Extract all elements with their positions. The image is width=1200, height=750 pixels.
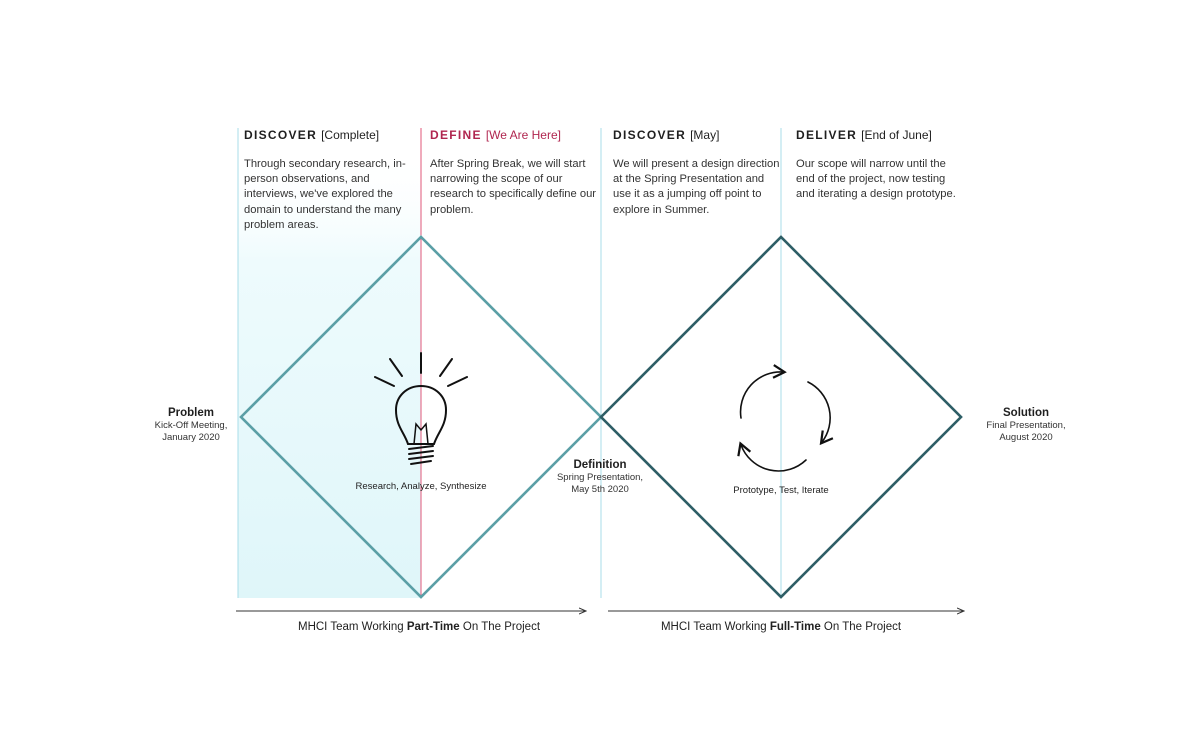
endpoint-subtitle-line-1: Kick-Off Meeting, — [154, 420, 228, 431]
phase-description: After Spring Break, we will start narrow… — [430, 158, 597, 216]
timeline-label-full-time: MHCI Team Working Full-Time On The Proje… — [601, 621, 961, 633]
endpoint-definition: Definition Spring Presentation, May 5th … — [540, 458, 660, 496]
timeline-label-prefix: MHCI Team Working — [297, 621, 407, 633]
phase-deliver: DELIVER[End of June] Our scope will narr… — [796, 127, 966, 203]
phase-status: [May] — [690, 128, 720, 142]
endpoint-problem: Problem Kick-Off Meeting, January 2020 — [131, 406, 251, 444]
endpoint-title: Problem — [167, 407, 214, 419]
phase-name: DEFINE — [430, 128, 482, 142]
endpoint-title: Solution — [1003, 407, 1049, 419]
lightbulb-icon — [374, 352, 468, 465]
right-diamond — [599, 235, 963, 599]
phase-status: [Complete] — [321, 128, 380, 142]
phase-discover-may: DISCOVER[May] We will present a design d… — [613, 127, 783, 218]
phase-status: [We Are Here] — [485, 128, 561, 142]
phase-header: DELIVER[End of June] — [796, 127, 966, 143]
phase-header: DEFINE[We Are Here] — [430, 127, 600, 143]
right-diamond-caption: Prototype, Test, Iterate — [733, 485, 829, 496]
timeline-label-emphasis: Part-Time — [406, 621, 460, 633]
phase-name: DISCOVER — [244, 128, 318, 142]
phase-description: Through secondary research, in-person ob… — [244, 158, 406, 231]
endpoint-subtitle-line-2: May 5th 2020 — [571, 484, 629, 495]
endpoint-subtitle-line-2: August 2020 — [999, 432, 1053, 443]
phase-header: DISCOVER[May] — [613, 127, 783, 143]
cycle-arrows-icon — [737, 364, 834, 472]
timeline-label-emphasis: Full-Time — [769, 621, 821, 633]
phase-description: We will present a design direction at th… — [613, 158, 780, 216]
phase-name: DISCOVER — [613, 128, 687, 142]
phase-header: DISCOVER[Complete] — [244, 127, 414, 143]
timeline-label-suffix: On The Project — [459, 621, 541, 633]
endpoint-subtitle-line-1: Spring Presentation, — [556, 472, 644, 483]
phase-status: [End of June] — [861, 128, 932, 142]
endpoint-solution: Solution Final Presentation, August 2020 — [966, 406, 1086, 444]
phase-name: DELIVER — [796, 128, 858, 142]
phase-description: Our scope will narrow until the end of t… — [796, 158, 956, 201]
completed-phase-shade — [238, 150, 421, 598]
phase-define-current: DEFINE[We Are Here] After Spring Break, … — [430, 127, 600, 218]
timeline-label-prefix: MHCI Team Working — [660, 621, 770, 633]
timeline-label-part-time: MHCI Team Working Part-Time On The Proje… — [239, 621, 599, 633]
endpoint-title: Definition — [573, 459, 627, 471]
timeline-label-suffix: On The Project — [820, 621, 902, 633]
left-diamond-caption: Research, Analyze, Synthesize — [355, 481, 487, 492]
phase-discover-complete: DISCOVER[Complete] Through secondary res… — [244, 127, 414, 233]
endpoint-subtitle-line-2: January 2020 — [162, 432, 220, 443]
endpoint-subtitle-line-1: Final Presentation, — [986, 420, 1066, 431]
